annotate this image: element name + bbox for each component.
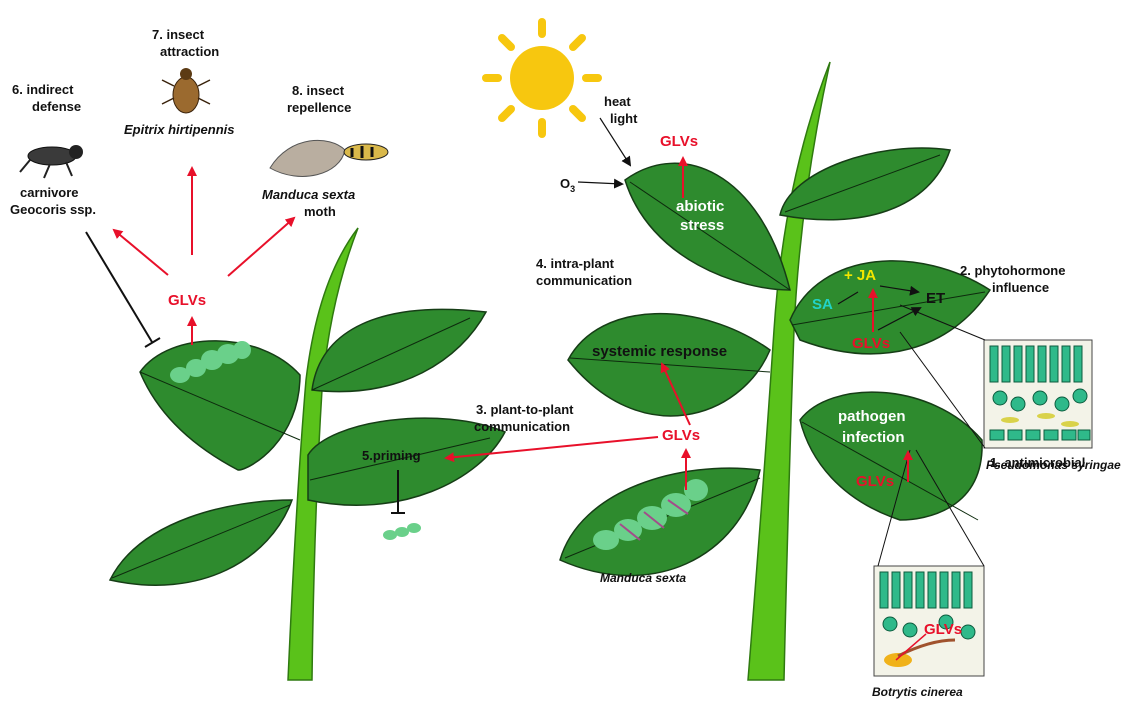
manduca-moth-label-1: Manduca sexta (262, 187, 355, 202)
plant-to-plant-label-1: 3. plant-to-plant (476, 402, 574, 417)
pathogen-label-1: pathogen (838, 408, 906, 425)
et-label: ET (926, 290, 945, 307)
insect-attraction-label-1: 7. insect (152, 27, 205, 42)
sa-label: SA (812, 296, 833, 313)
light-label: light (610, 111, 638, 126)
glvs-botrytis-label: GLVs (924, 621, 962, 638)
indirect-defense-label-2: defense (32, 99, 81, 114)
carnivore-label-2: Geocoris ssp. (10, 202, 96, 217)
insect-repellence-label-2: repellence (287, 100, 351, 115)
insect-attraction-label-2: attraction (160, 44, 219, 59)
ja-label: + JA (844, 267, 876, 284)
systemic-response-label: systemic response (592, 343, 727, 360)
left-leaf-bottom (110, 500, 292, 585)
intra-plant-label-1: 4. intra-plant (536, 256, 615, 271)
phytohormone-label-2: influence (992, 280, 1049, 295)
manduca-herb-label: Manduca sexta (600, 571, 686, 585)
small-caterpillar-icon (383, 523, 421, 540)
carnivore-label-1: carnivore (20, 185, 79, 200)
sun-icon (486, 22, 598, 134)
manduca-moth-icon (270, 140, 388, 176)
pseudomonas-micrograph (984, 340, 1092, 448)
plant-to-plant-label-2: communication (474, 419, 570, 434)
priming-label: 5.priming (362, 448, 421, 463)
manduca-moth-label-2: moth (304, 204, 336, 219)
glvs-phytohormone-label: GLVs (852, 335, 890, 352)
indirect-defense-label-1: 6. indirect (12, 82, 74, 97)
intra-plant-label-2: communication (536, 273, 632, 288)
glvs-left-label: GLVs (168, 292, 206, 309)
glvs-pathogen-label: GLVs (856, 473, 894, 490)
glvs-abiotic-label: GLVs (660, 133, 698, 150)
heat-label: heat (604, 94, 631, 109)
botrytis-label: Botrytis cinerea (872, 685, 963, 699)
pathogen-label-2: infection (842, 429, 905, 446)
geocoris-bug-icon (20, 145, 83, 178)
antimicrobial-text: 1. antimicrobial (990, 455, 1085, 470)
phytohormone-label-1: 2. phytohormone (960, 263, 1065, 278)
herbivory-label: herbivory (614, 593, 683, 610)
abiotic-label-2: stress (680, 217, 724, 234)
epitrix-beetle-icon (162, 68, 210, 113)
epitrix-label: Epitrix hirtipennis (124, 122, 235, 137)
insect-repellence-label-1: 8. insect (292, 83, 345, 98)
abiotic-label-1: abiotic (676, 198, 724, 215)
glvs-center-label: GLVs (662, 427, 700, 444)
ozone-label: O3 (560, 176, 575, 194)
